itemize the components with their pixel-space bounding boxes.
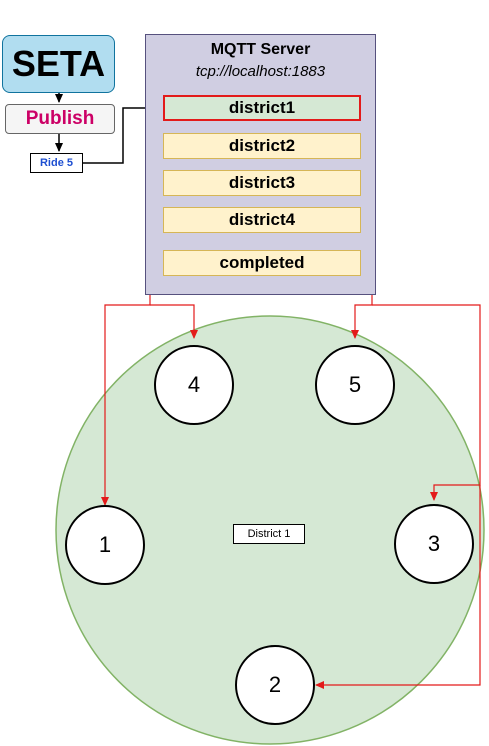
topic-completed: completed (163, 250, 361, 276)
district-label: District 1 (233, 524, 305, 544)
ride-message: Ride 5 (30, 153, 83, 173)
server-url: tcp://localhost:1883 (195, 63, 326, 80)
node-3: 3 (394, 504, 474, 584)
district1-to-node-2-connector (315, 485, 481, 689)
publish-action: Publish (5, 104, 115, 134)
server-title: MQTT Server (210, 41, 311, 58)
seta-publisher: SETA (2, 35, 115, 93)
topic-district2: district2 (163, 133, 361, 159)
topic-district4: district4 (163, 207, 361, 233)
district1-to-node-4-connector (150, 304, 198, 339)
node-5: 5 (315, 345, 395, 425)
node-4: 4 (154, 345, 234, 425)
node-1: 1 (65, 505, 145, 585)
topic-district1: district1 (163, 95, 361, 121)
topic-district3: district3 (163, 170, 361, 196)
ride-to-district1-connector (83, 104, 162, 164)
node-2: 2 (235, 645, 315, 725)
